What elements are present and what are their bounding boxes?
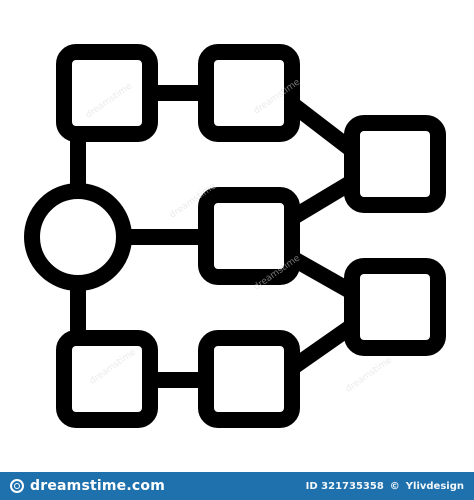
top-left-square-node [56, 44, 158, 142]
connector-line-bottom-middle-square-to-right-lower-square [287, 319, 357, 375]
top-middle-square-node [198, 44, 300, 142]
bottom-left-square-node [56, 330, 158, 428]
dreamstime-logo-icon [10, 479, 24, 493]
right-lower-square-node [344, 258, 446, 356]
icon-canvas: dreamstime dreamstime dreamstime dreamst… [24, 44, 446, 428]
diagram-nodes [24, 44, 446, 428]
bottom-middle-square-node [198, 330, 300, 428]
footer-bar: dreamstime.com ID 321735358 © Ylivdesign [0, 472, 474, 500]
author-text: Ylivdesign [405, 480, 464, 492]
connector-line-middle-square-to-right-lower-square [288, 251, 356, 299]
footer-brand-text: dreamstime.com [30, 478, 165, 494]
connector-lines [70, 85, 357, 388]
circle-root-node [24, 183, 132, 291]
copyright-symbol: © [389, 480, 400, 492]
right-upper-square-node [344, 115, 446, 213]
network-structure-icon [24, 44, 446, 428]
connector-line-middle-square-to-right-upper-square [287, 175, 357, 225]
footer-brand: dreamstime.com [10, 478, 165, 494]
middle-square-node [198, 187, 300, 285]
footer-meta: ID 321735358 © Ylivdesign [306, 481, 464, 492]
image-id-text: ID 321735358 [305, 480, 384, 492]
connector-line-top-middle-square-to-right-upper-square [287, 97, 357, 157]
